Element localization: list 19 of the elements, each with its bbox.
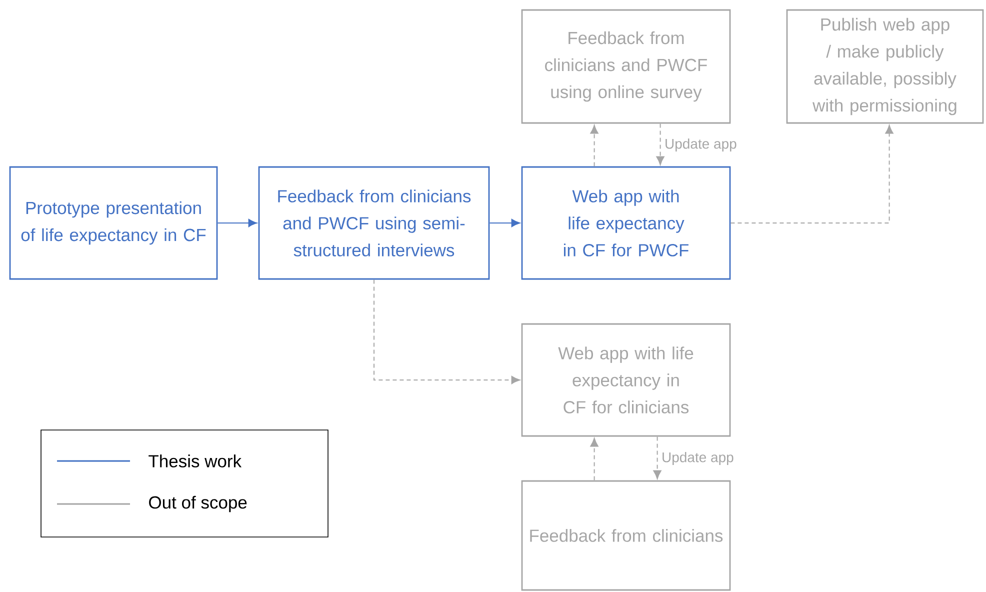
edge-label: Update app [664, 137, 738, 153]
arrow [374, 279, 520, 384]
edge-label: Update app [660, 450, 735, 466]
arrow [730, 124, 894, 224]
process-box: Feedback from clinicians [521, 480, 731, 591]
process-box: Web app with life expectancy in CF for clinicians [521, 323, 731, 437]
arrow [656, 123, 664, 166]
arrow [590, 124, 598, 167]
legend-text: Out of scope [149, 496, 247, 512]
process-box: Feedback from clinicians and PWCF using semi-structured interviews [258, 166, 490, 280]
process-box: Feedback from clinicians and PWCF using online survey [521, 9, 731, 124]
arrow [217, 218, 258, 228]
process-box: Web app with life expectancy in CF for PWCF [521, 166, 731, 280]
process-box: Prototype presentation of life expectancy in CF [9, 166, 218, 280]
arrow [653, 436, 662, 480]
legend-text: Thesis work [148, 454, 242, 468]
process-box: Publish web app / make publicly available, possibly with permissioning [786, 9, 984, 124]
arrow [489, 218, 520, 228]
arrow [590, 438, 598, 481]
